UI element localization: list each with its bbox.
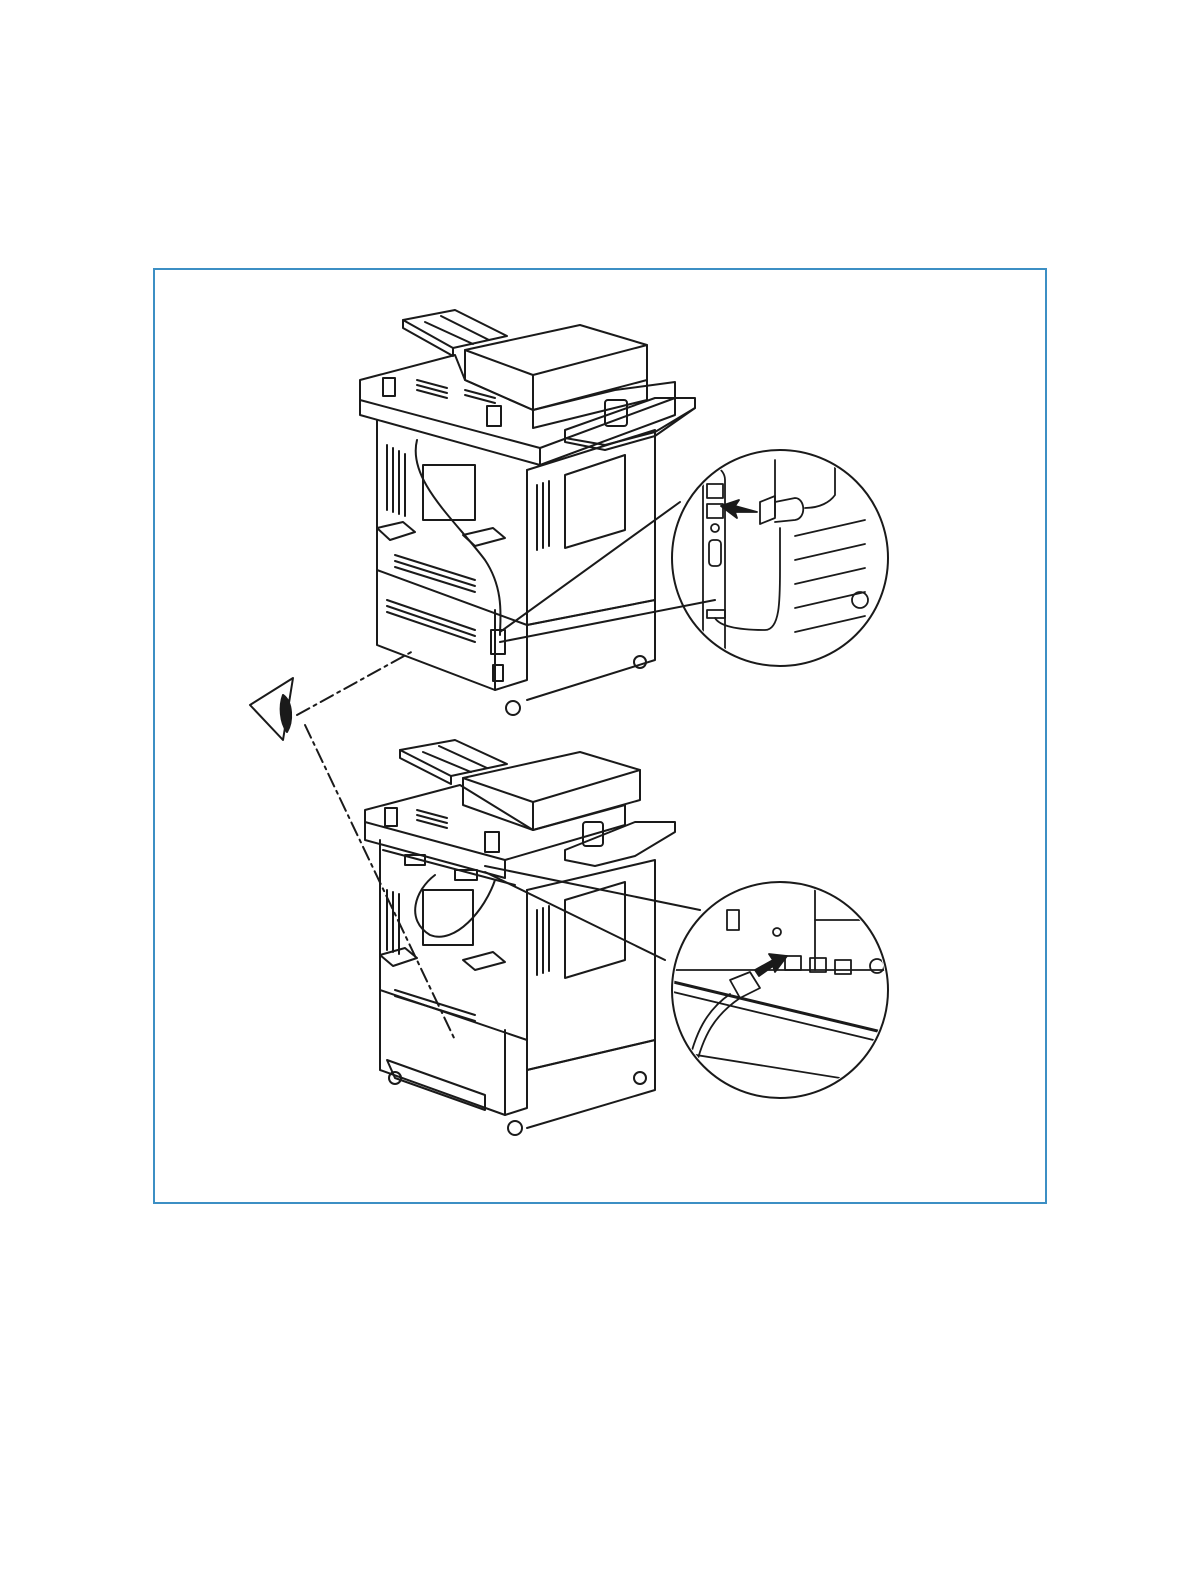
bottom-printer-rear-view bbox=[365, 740, 675, 1135]
insert-arrow-icon bbox=[755, 954, 787, 976]
top-document-feeder bbox=[465, 325, 647, 428]
network-port-icon bbox=[785, 956, 801, 970]
bottom-side-shelf bbox=[565, 822, 675, 866]
bottom-lower-cabinet bbox=[380, 990, 655, 1128]
top-caster bbox=[634, 656, 646, 668]
bottom-main-body bbox=[380, 840, 655, 1070]
bottom-caster bbox=[634, 1072, 646, 1084]
bottom-output-tray bbox=[400, 740, 507, 784]
bottom-caster bbox=[508, 1121, 522, 1135]
top-lower-cabinet bbox=[377, 570, 655, 700]
cable-connection-illustration bbox=[155, 270, 1045, 1202]
bottom-callout-network-port bbox=[665, 882, 915, 1098]
top-output-tray bbox=[403, 310, 507, 356]
top-printer-rear-view bbox=[360, 310, 695, 715]
cable-connector-icon bbox=[760, 496, 775, 524]
viewer-eye-icon bbox=[250, 678, 293, 740]
top-caster bbox=[506, 701, 520, 715]
cable-connector-icon bbox=[730, 972, 760, 998]
top-main-body bbox=[377, 420, 655, 635]
top-callout-rear-ports bbox=[672, 450, 888, 666]
sight-line bbox=[297, 650, 415, 715]
insert-arrow-icon bbox=[721, 500, 757, 518]
bottom-document-feeder bbox=[463, 752, 640, 830]
figure-frame bbox=[153, 268, 1047, 1204]
